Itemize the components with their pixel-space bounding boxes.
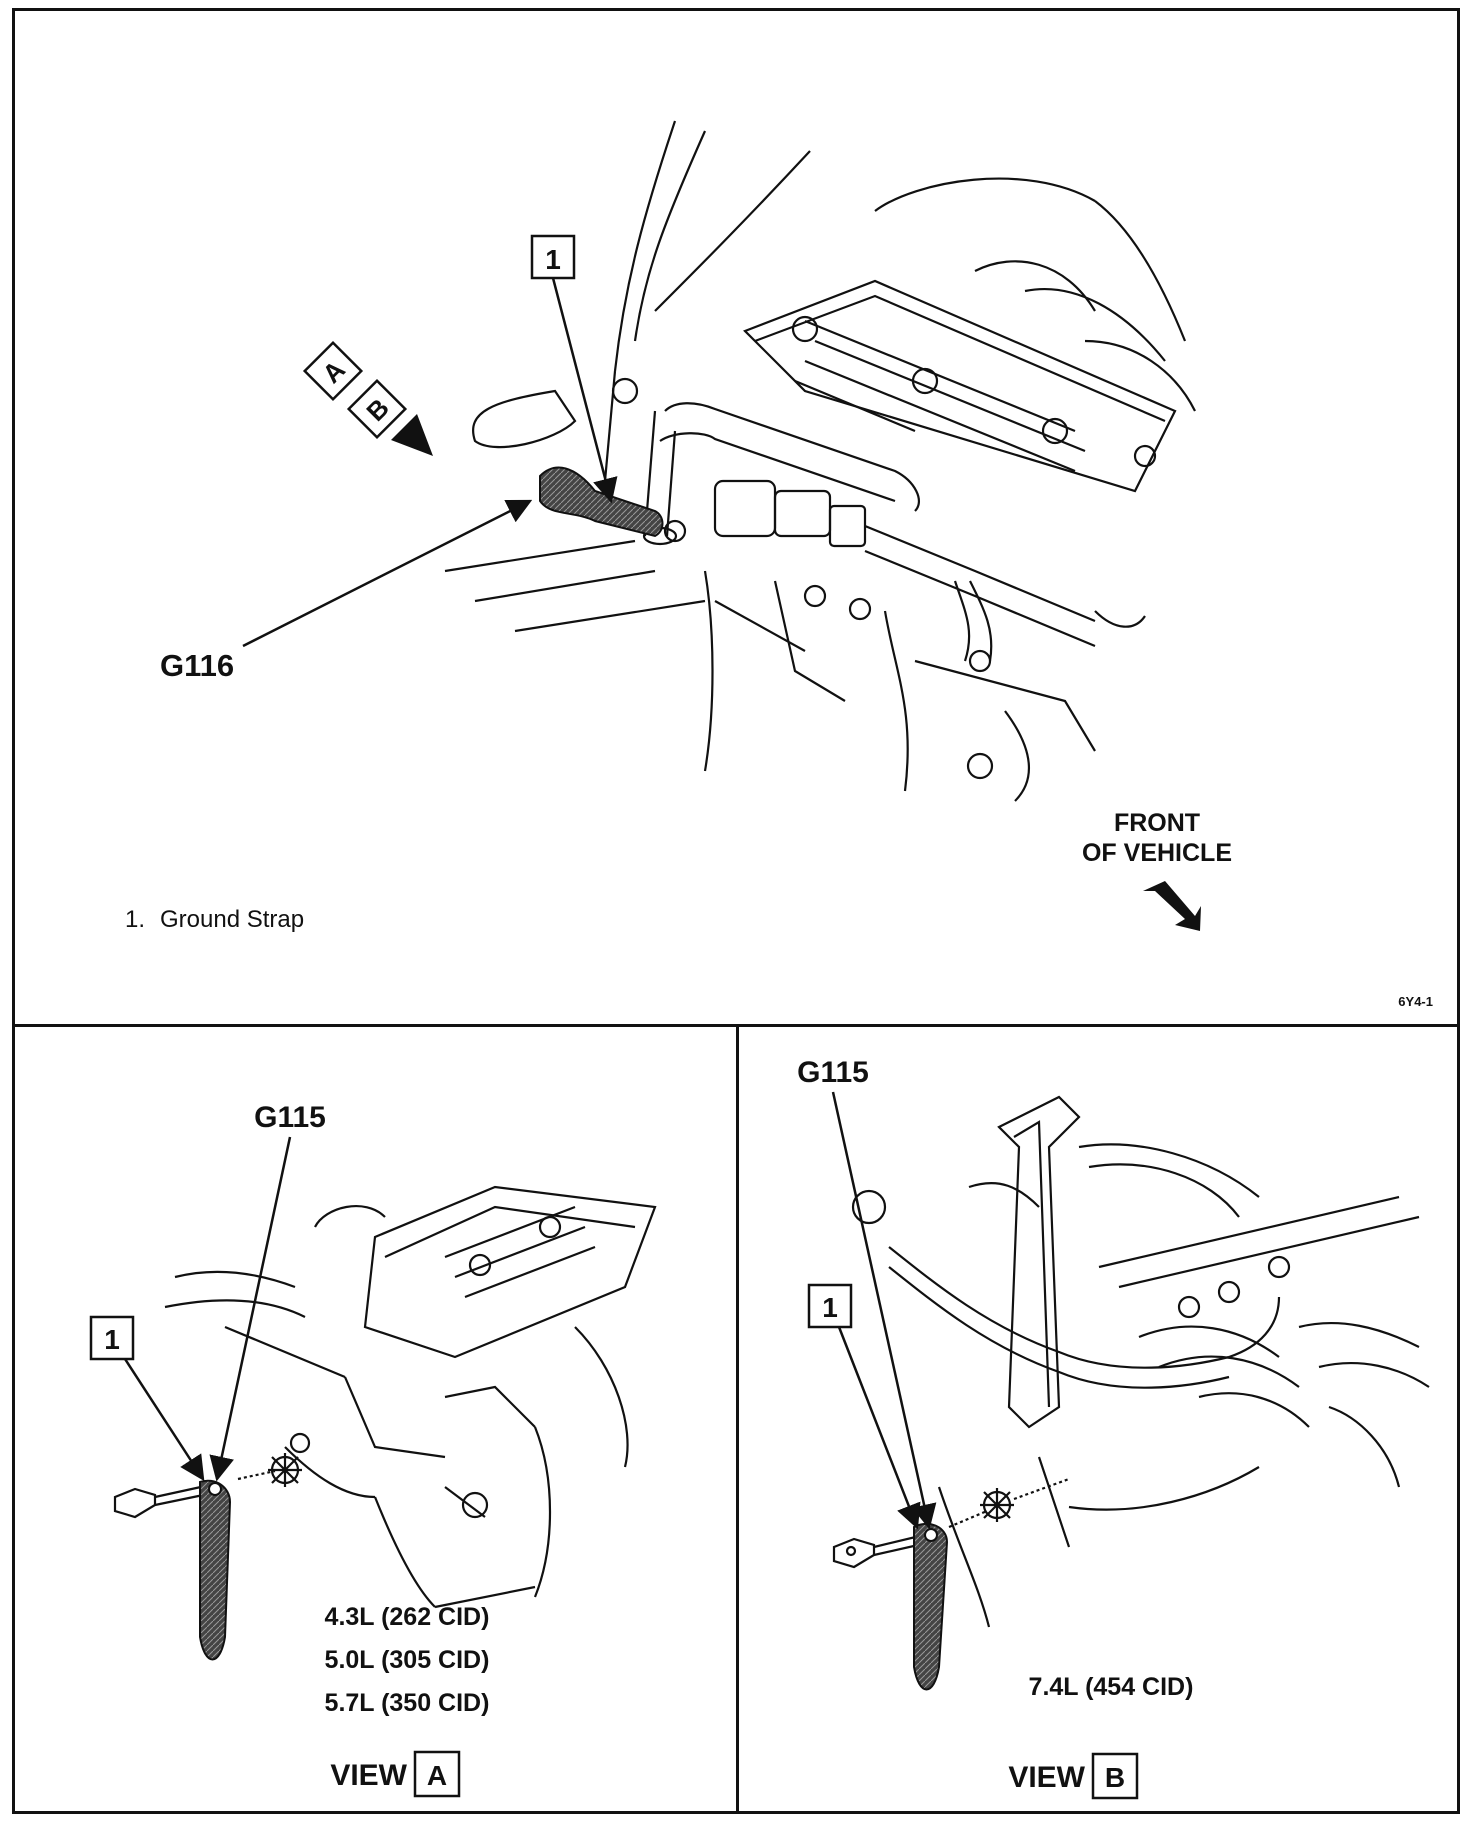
front-label-line2: OF VEHICLE	[1082, 839, 1232, 867]
callout-leader-line	[551, 277, 618, 504]
view-a-engine-3: 5.7L (350 CID)	[325, 1689, 490, 1717]
legend-number: 1.	[125, 906, 145, 933]
front-arrow-icon	[1143, 881, 1201, 931]
view-a-callout-number: 1	[104, 1324, 120, 1355]
view-a-word: VIEW	[330, 1759, 407, 1792]
view-a-letter: A	[427, 1760, 447, 1791]
view-b-engine-1: 7.4L (454 CID)	[1029, 1673, 1194, 1701]
view-a-g115-leader	[209, 1136, 292, 1482]
view-b-g115-label: G115	[797, 1056, 869, 1089]
ground-strap	[539, 466, 664, 538]
view-b-ground-strap	[913, 1522, 949, 1691]
g116-leader-line	[242, 499, 533, 648]
view-b-word: VIEW	[1008, 1761, 1085, 1794]
view-tag-b: B	[346, 378, 408, 440]
view-a-letter-box	[413, 1750, 461, 1798]
main-diagram-panel: 1 A B G116 FRONT OF VEHICLE 1. Ground St…	[12, 8, 1460, 1027]
view-b-callout-number: 1	[822, 1292, 838, 1323]
view-a-engine-2: 5.0L (305 CID)	[325, 1646, 490, 1674]
view-b-g115-leader	[831, 1091, 937, 1530]
view-direction-arrow	[391, 414, 433, 456]
legend-text: Ground Strap	[160, 906, 304, 933]
view-tag-a: A	[302, 340, 364, 402]
view-b-line-art	[832, 1095, 1430, 1628]
view-a-line-art	[113, 1185, 657, 1609]
view-b-letter-box	[1091, 1752, 1139, 1800]
view-b-illustration: G115 1 7.4L (454 CID) VIEW B	[797, 1056, 1430, 1800]
view-b-callout-leader	[837, 1326, 921, 1530]
view-a-panel: G115 1 4.3L (262 CID) 5.0L (305 CID) 5.7…	[12, 1024, 739, 1814]
front-label-line1: FRONT	[1114, 809, 1200, 837]
g116-label: G116	[160, 648, 234, 683]
view-b-panel: G115 1 7.4L (454 CID) VIEW B	[736, 1024, 1460, 1814]
view-b-callout-box	[807, 1283, 853, 1329]
figure-code: 6Y4-1	[1398, 994, 1433, 1009]
view-b-letter: B	[1105, 1762, 1125, 1793]
view-a-callout-leader	[123, 1358, 205, 1482]
view-a-illustration: G115 1 4.3L (262 CID) 5.0L (305 CID) 5.7…	[89, 1101, 657, 1798]
engine-main-illustration: 1 A B G116 FRONT OF VEHICLE 1. Ground St…	[125, 120, 1433, 1009]
view-a-callout-box	[89, 1315, 135, 1361]
view-a-ground-strap	[199, 1479, 232, 1661]
view-a-engine-1: 4.3L (262 CID)	[325, 1603, 490, 1631]
callout-box-1	[530, 234, 576, 280]
engine-line-art	[444, 120, 1196, 802]
callout-number: 1	[545, 244, 561, 275]
view-a-g115-label: G115	[254, 1101, 326, 1134]
